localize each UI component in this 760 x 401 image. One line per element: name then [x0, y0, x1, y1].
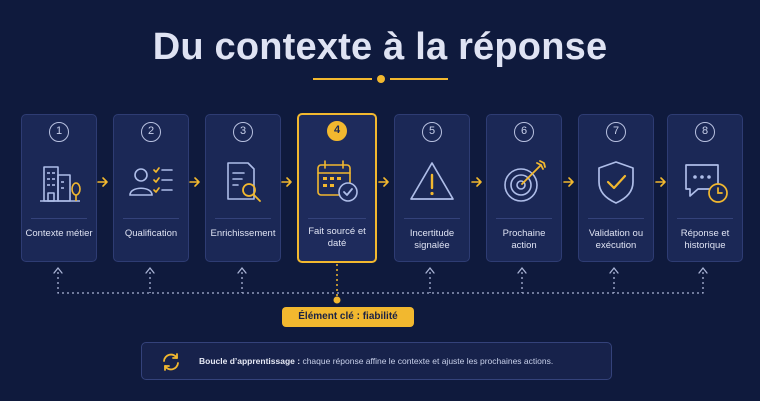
step-1-card: 1 Contexte métier	[21, 114, 97, 262]
step-label: Fait sourcé et daté	[308, 226, 366, 249]
footer-rest: chaque réponse affine le contexte et aju…	[300, 356, 554, 366]
step-number: 4	[327, 121, 347, 141]
divider	[496, 218, 552, 219]
step-label: Prochaine action	[502, 228, 546, 251]
key-element-badge: Élément clé : fiabilité	[282, 307, 414, 327]
document-search-icon	[227, 162, 261, 202]
divider	[588, 218, 644, 219]
step-8-card: 8 Réponse et historique	[667, 114, 743, 262]
step-number: 1	[49, 122, 69, 142]
step-number: 6	[514, 122, 534, 142]
footer-text: Boucle d’apprentissage : chaque réponse …	[199, 356, 553, 366]
step-label: Enrichissement	[210, 228, 276, 239]
target-icon	[504, 160, 546, 202]
buildings-icon	[40, 166, 81, 202]
refresh-icon	[163, 353, 179, 371]
divider	[308, 218, 366, 219]
step-5-card: 5 Incertitude signalée	[394, 114, 470, 262]
step-label: Validation ou exécution	[588, 228, 644, 251]
step-number: 3	[233, 122, 253, 142]
step-3-card: 3 Enrichissement	[205, 114, 281, 262]
step-7-card: 7 Validation ou exécution	[578, 114, 654, 262]
warning-icon	[410, 162, 454, 200]
step-label: Qualification	[124, 228, 178, 239]
step-4-card: 4 Fait sourcé et daté	[297, 113, 377, 263]
step-number: 7	[606, 122, 626, 142]
step-label: Incertitude signalée	[409, 228, 455, 251]
page-title: Du contexte à la réponse	[152, 26, 608, 68]
user-checklist-icon	[129, 167, 173, 196]
step-number: 2	[141, 122, 161, 142]
divider	[677, 218, 733, 219]
chat-clock-icon	[685, 164, 728, 203]
step-label: Contexte métier	[25, 228, 93, 239]
footer-bold: Boucle d’apprentissage :	[199, 356, 301, 366]
title-decoration	[313, 75, 448, 83]
divider	[123, 218, 179, 219]
divider	[404, 218, 460, 219]
shield-check-icon	[598, 161, 634, 204]
step-2-card: 2 Qualification	[113, 114, 189, 262]
step-number: 8	[695, 122, 715, 142]
step-6-card: 6 Prochaine action	[486, 114, 562, 262]
learning-loop-note: Boucle d’apprentissage : chaque réponse …	[141, 342, 612, 380]
divider	[31, 218, 87, 219]
step-number: 5	[422, 122, 442, 142]
divider	[215, 218, 271, 219]
calendar-check-icon	[317, 160, 358, 202]
step-label: Réponse et historique	[680, 228, 730, 251]
